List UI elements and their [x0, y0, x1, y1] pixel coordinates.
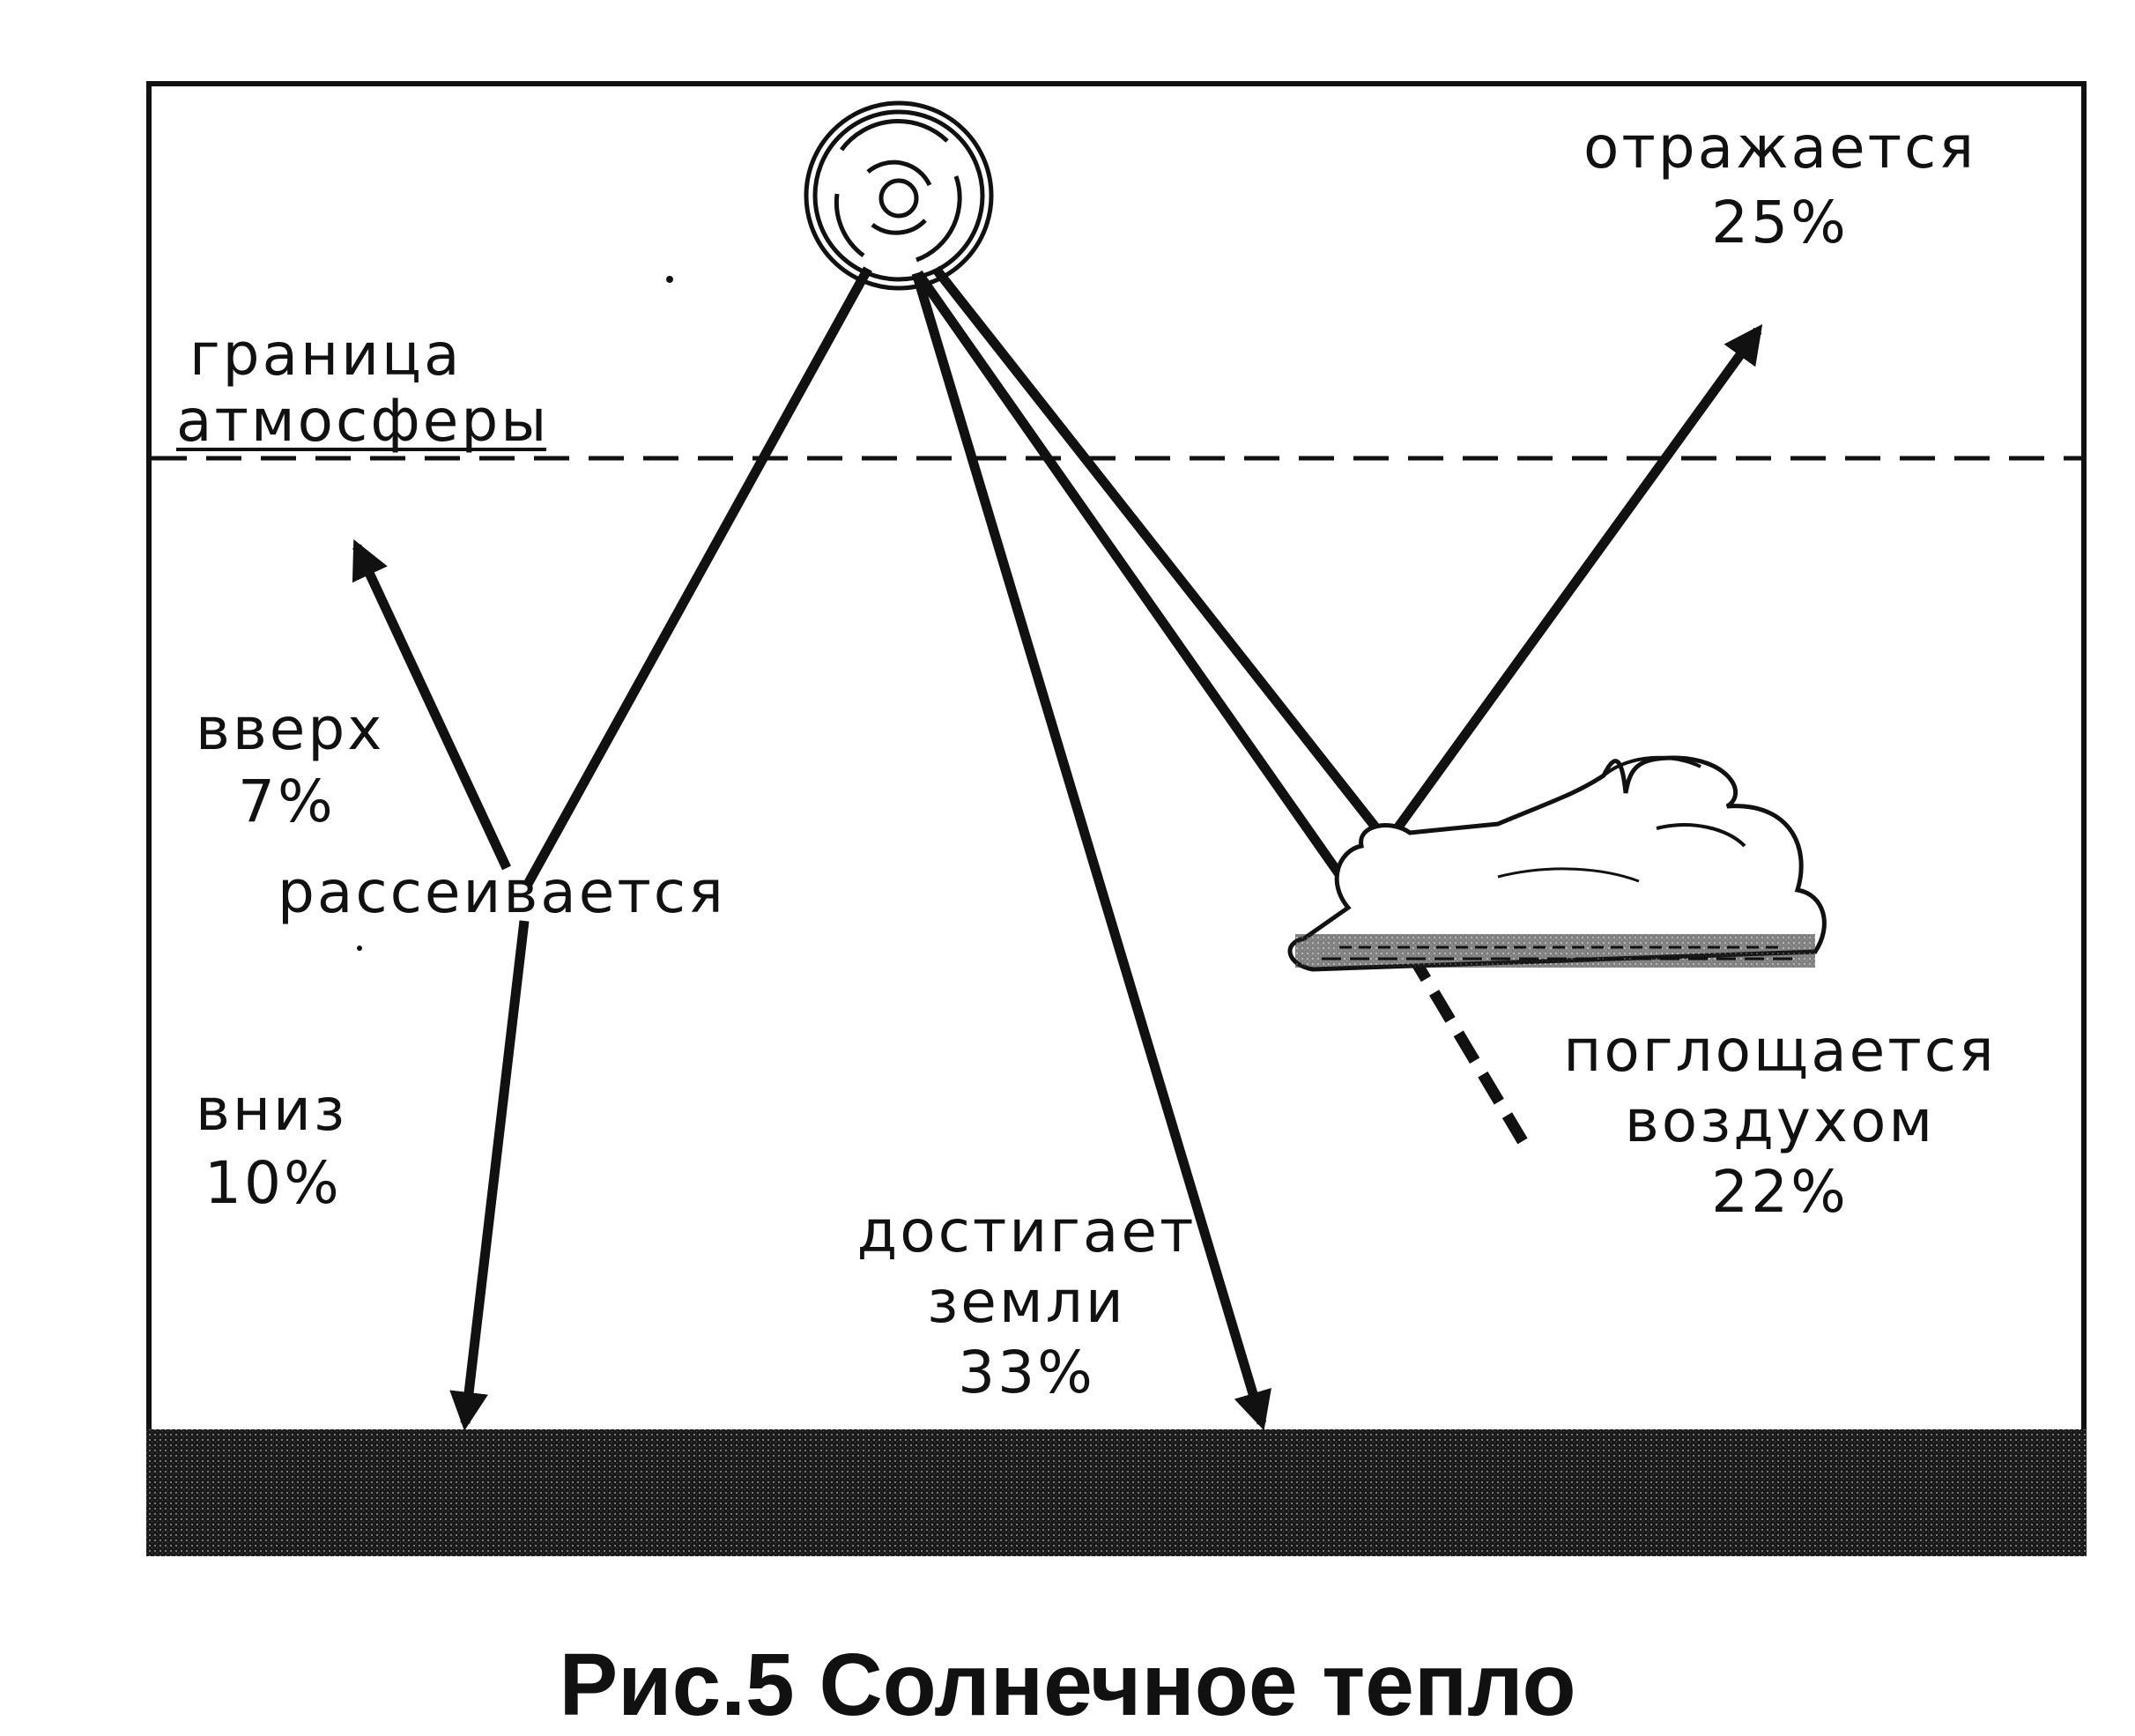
figure-caption: Рис.5 Солнечное тепло [559, 1636, 1576, 1734]
reaches-earth-label-line2: земли [927, 1268, 1126, 1336]
down-arrow [449, 920, 530, 1431]
ground-surface [146, 1429, 2087, 1556]
cloud-icon [1287, 755, 1827, 972]
reflected-value: 25% [1711, 189, 1849, 256]
reflected-arrow [1383, 323, 1763, 845]
reflected-label: отражается [1583, 114, 1977, 182]
reaches-earth-value: 33% [958, 1339, 1095, 1406]
up-value: 7% [238, 768, 336, 835]
sun-icon [804, 100, 994, 291]
speck [357, 946, 362, 951]
atmosphere-boundary-label-line1: граница [189, 321, 463, 389]
absorbed-value: 22% [1711, 1158, 1849, 1226]
beam-to-cloud-lower [914, 270, 1370, 916]
absorbed-label-line2: воздухом [1624, 1087, 1936, 1155]
down-label: вниз [196, 1076, 348, 1144]
reaches-earth-arrow [911, 271, 1271, 1431]
down-value: 10% [204, 1149, 342, 1217]
atmosphere-boundary-label-line2: атмосферы [176, 387, 550, 455]
beam-to-cloud-upper [931, 265, 1388, 841]
absorbed-label-line1: поглощается [1563, 1017, 1997, 1085]
absorbed-dashed-arrow [1405, 948, 1528, 1145]
reaches-earth-label-line1: достигает [856, 1198, 1197, 1265]
scattered-label: рассеивается [278, 858, 726, 926]
up-arrow [352, 539, 511, 871]
up-label: вверх [196, 695, 385, 763]
scattered-beam [523, 266, 872, 888]
speck [666, 276, 673, 283]
